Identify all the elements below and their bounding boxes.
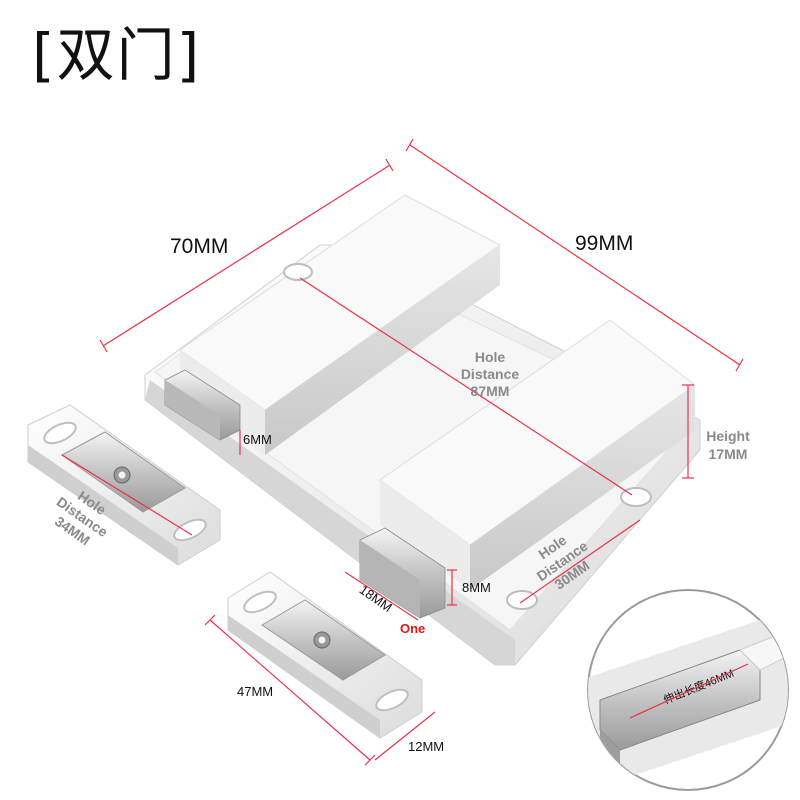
screw-hole xyxy=(283,263,313,281)
latch-body xyxy=(144,194,701,666)
right-plunger xyxy=(359,527,446,619)
plunger-gap-label: 6MM xyxy=(243,432,272,447)
page-title: [双门] xyxy=(32,21,202,89)
screw-hole xyxy=(506,590,538,610)
dimension-lines xyxy=(61,138,744,766)
hole-distance-main-line1: Hole xyxy=(475,349,506,365)
strike-plate-bottom xyxy=(227,571,423,739)
width-label: 70MM xyxy=(170,235,228,258)
plate-width-label: 12MM xyxy=(408,739,444,754)
strike-plate-top xyxy=(27,404,221,566)
plate-length-label: 47MM xyxy=(237,684,273,699)
height-label-line2: 17MM xyxy=(709,446,748,462)
zoom-detail: 伸出长度46MM xyxy=(587,589,789,791)
hole-distance-main-line3: 87MM xyxy=(471,383,510,399)
length-label: 99MM xyxy=(575,232,633,255)
height-label-line1: Height xyxy=(706,428,750,444)
plunger-height-label: 8MM xyxy=(462,580,491,595)
one-label: One xyxy=(400,621,425,636)
hole-distance-main-line2: Distance xyxy=(461,366,520,382)
